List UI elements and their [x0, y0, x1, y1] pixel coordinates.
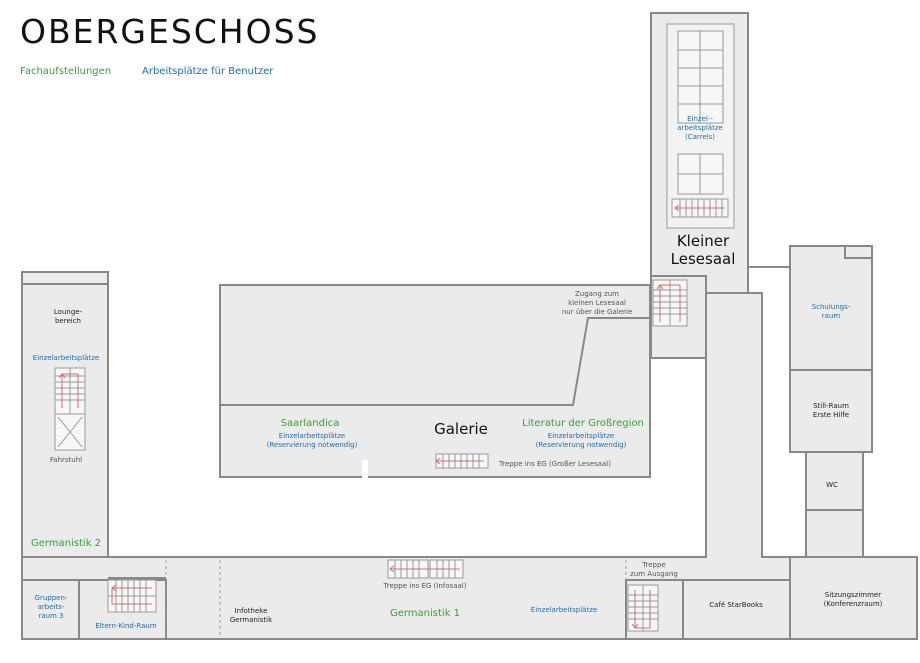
label-kleiner-lesesaal: Kleiner Lesesaal: [670, 232, 736, 268]
label-treppe-infosaal: Treppe ins EG (Infosaal): [383, 582, 467, 590]
label-sitzungszimmer: Sitzungszimmer (Konferenzraum): [823, 591, 883, 609]
label-lounge: Lounge- bereich: [53, 308, 83, 326]
legend-fachaufstellungen: Fachaufstellungen: [20, 66, 112, 77]
label-galerie: Galerie: [434, 420, 488, 438]
label-zugang: Zugang zum kleinen Lesesaal nur über die…: [561, 290, 633, 317]
east-strip: [705, 292, 763, 558]
label-literatur-einzel: Einzelarbeitsplätze (Reservierung notwen…: [535, 432, 627, 450]
label-einzel-bottom: Einzelarbeitsplätze: [530, 606, 598, 614]
label-carrels: Einzel-- arbeitsplätze (Carrels): [677, 115, 723, 142]
label-germanistik-2: Germanistik 2: [30, 538, 102, 549]
label-treppe-gross: Treppe ins EG (Großer Lesesaal): [499, 460, 611, 468]
wc-room: [805, 451, 864, 511]
label-saarlandica: Saarlandica: [280, 418, 340, 429]
label-still-raum: Still-Raum Erste Hilfe: [812, 402, 850, 420]
right-small-room: [805, 509, 864, 558]
label-germanistik-1: Germanistik 1: [389, 608, 461, 619]
label-schulungsraum: Schulungs- raum: [811, 303, 851, 321]
gruppen-room: [21, 579, 80, 640]
label-saarlandica-einzel: Einzelarbeitsplätze (Reservierung notwen…: [266, 432, 358, 450]
label-literatur: Literatur der Großregion: [522, 418, 644, 429]
schulungsraum-room: [789, 245, 873, 371]
stairs-connector: [652, 279, 688, 327]
label-infotheke: Infotheke Germanistik: [229, 607, 273, 625]
label-cafe: Café StarBooks: [709, 601, 763, 609]
cafe-room: [682, 579, 791, 640]
label-eltern-kind: Eltern-Kind-Raum: [95, 622, 157, 630]
stairs-left-wing: [54, 367, 86, 451]
label-wc: WC: [826, 481, 838, 489]
label-gruppen: Gruppen- arbeits- raum 3: [34, 594, 68, 621]
label-treppe-ausgang: Treppe zum Ausgang: [630, 561, 678, 579]
label-einzel-left: Einzelarbeitsplätze: [32, 354, 100, 362]
label-fahrstuhl: Fahrstuhl: [49, 456, 83, 464]
carrels-desks: [666, 23, 735, 229]
galerie-block: [219, 284, 651, 478]
legend-arbeitsplaetze: Arbeitsplätze für Benutzer: [142, 66, 274, 77]
page-title: OBERGESCHOSS: [20, 12, 320, 51]
stairs-ausgang: [627, 584, 659, 632]
stairs-eltern-kind: [107, 579, 157, 613]
